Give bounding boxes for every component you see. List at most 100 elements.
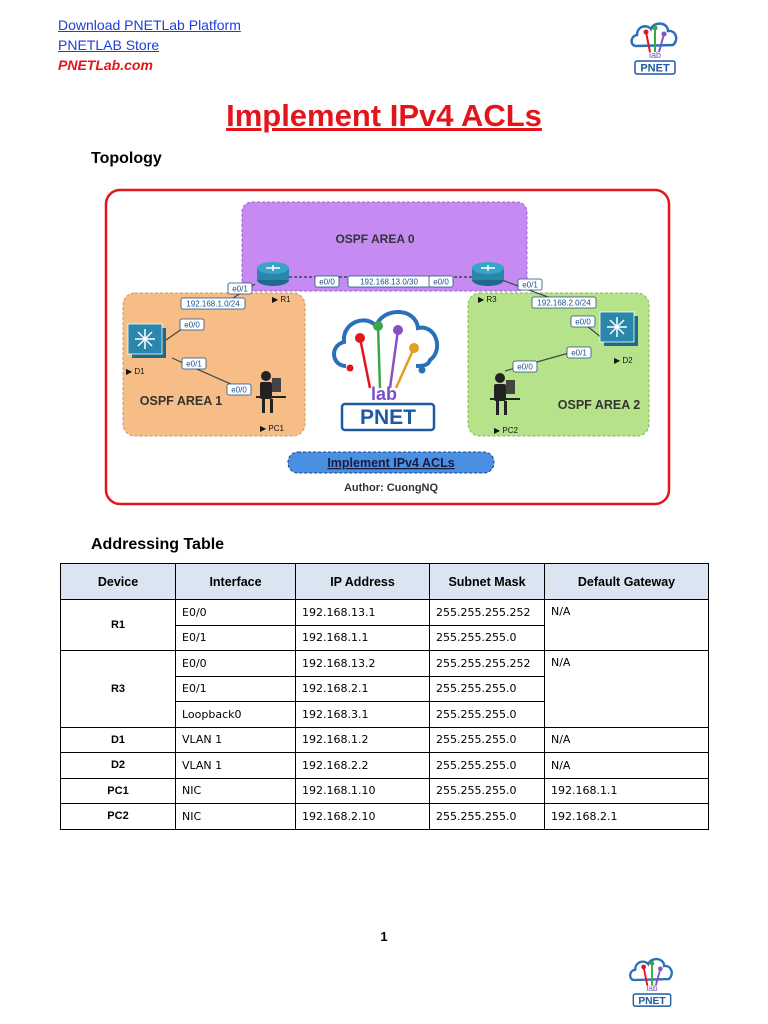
pc1-label: ▶ PC1 — [260, 424, 284, 433]
device-cell: PC2 — [60, 803, 176, 830]
ip-cell: 192.168.1.2 — [295, 726, 430, 753]
device-cell: R1 — [60, 599, 176, 651]
table-row: Loopback0 192.168.3.1 255.255.255.0 — [61, 701, 709, 728]
pnet-center-logo: lab PNET — [332, 310, 440, 432]
logo-pnet-text: PNET — [640, 63, 670, 75]
logo-lab-text: lab — [649, 50, 661, 60]
d2-e01-label: e0/1 — [571, 349, 587, 358]
mask-cell: 255.255.255.0 — [429, 624, 545, 651]
interface-cell: Loopback0 — [175, 701, 296, 728]
device-cell: R3 — [60, 650, 176, 728]
mask-cell: 255.255.255.0 — [429, 752, 545, 779]
mask-cell: 255.255.255.0 — [429, 701, 545, 728]
banner-text: Implement IPv4 ACLs — [327, 456, 454, 470]
addressing-table: Device Interface IP Address Subnet Mask … — [60, 563, 709, 830]
center-logo-lab: lab — [371, 384, 397, 404]
mask-cell: 255.255.255.252 — [429, 599, 545, 626]
router-r3-icon — [472, 262, 504, 286]
table-row: D1 VLAN 1 192.168.1.2 255.255.255.0 N/A — [60, 726, 709, 753]
pc2-e00-label: e0/0 — [517, 363, 533, 372]
area2-label: OSPF AREA 2 — [558, 398, 640, 412]
r1-e00-label: e0/0 — [319, 278, 335, 287]
col-default-gateway: Default Gateway — [544, 563, 709, 600]
ip-cell: 192.168.13.1 — [295, 599, 430, 626]
table-row: R1 E0/0 192.168.13.1 255.255.255.252 N/A — [60, 599, 709, 651]
footer-logo-pnet: PNET — [638, 996, 666, 1007]
gateway-cell: N/A — [544, 650, 709, 728]
table-row: E0/1 192.168.1.1 255.255.255.0 — [61, 624, 709, 651]
ip-cell: 192.168.2.10 — [295, 803, 430, 830]
interface-cell: E0/0 — [175, 599, 296, 626]
interface-cell: E0/1 — [175, 675, 296, 702]
ip-cell: 192.168.2.2 — [295, 752, 430, 779]
center-logo-pnet: PNET — [360, 406, 416, 429]
pc1-e00-label: e0/0 — [231, 386, 247, 395]
ip-cell: 192.168.3.1 — [295, 701, 430, 728]
col-subnet-mask: Subnet Mask — [429, 563, 545, 600]
pnetlab-brand-link[interactable]: PNETLab.com — [58, 57, 153, 73]
page-title: Implement IPv4 ACLs — [226, 98, 542, 133]
pnetlab-logo: lab PNET — [630, 22, 678, 75]
ospf-area1-box — [122, 292, 306, 437]
d2-label: ▶ D2 — [614, 356, 633, 365]
switch-d1-icon — [127, 323, 166, 358]
mask-cell: 255.255.255.0 — [429, 803, 545, 830]
switch-d2-icon — [599, 311, 638, 346]
interface-cell: VLAN 1 — [175, 726, 296, 753]
area1-network-label: 192.168.1.0/24 — [186, 300, 240, 309]
pc1-icon — [256, 371, 286, 413]
d1-e01-label: e0/1 — [186, 360, 202, 369]
ip-cell: 192.168.1.1 — [295, 624, 430, 651]
col-interface: Interface — [175, 563, 296, 600]
device-cell: D2 — [60, 752, 176, 779]
col-ip-address: IP Address — [295, 563, 430, 600]
interface-cell: E0/0 — [175, 650, 296, 677]
interface-cell: E0/1 — [175, 624, 296, 651]
r3-e00-label: e0/0 — [433, 278, 449, 287]
area2-network-label: 192.168.2.0/24 — [537, 299, 591, 308]
d2-e00-label: e0/0 — [575, 318, 591, 327]
table-header-row: Device Interface IP Address Subnet Mask … — [60, 563, 709, 600]
gateway-cell: 192.168.1.1 — [544, 777, 709, 804]
ip-cell: 192.168.2.1 — [295, 675, 430, 702]
mask-cell: 255.255.255.252 — [429, 650, 545, 677]
gateway-cell: 192.168.2.1 — [544, 803, 709, 830]
r1-r3-network-label: 192.168.13.0/30 — [360, 278, 418, 287]
gateway-cell: N/A — [544, 726, 709, 753]
r3-label: ▶ R3 — [478, 295, 497, 304]
interface-cell: NIC — [175, 803, 296, 830]
author-text: Author: CuongNQ — [344, 482, 439, 494]
footer-logo-lab: lab — [646, 983, 658, 993]
router-r1-icon — [257, 262, 289, 286]
area0-label: OSPF AREA 0 — [335, 232, 414, 246]
header-links: Download PNETLab Platform PNETLAB Store … — [58, 15, 241, 75]
table-row: PC1 NIC 192.168.1.10 255.255.255.0 192.1… — [60, 777, 709, 804]
ospf-area0-box — [241, 201, 528, 292]
table-row: R3 E0/0 192.168.13.2 255.255.255.252 N/A — [60, 650, 709, 728]
d1-label: ▶ D1 — [126, 367, 145, 376]
device-cell: PC1 — [60, 777, 176, 804]
table-row: PC2 NIC 192.168.2.10 255.255.255.0 192.1… — [60, 803, 709, 830]
pc2-icon — [490, 373, 520, 415]
area1-label: OSPF AREA 1 — [140, 394, 222, 408]
pc2-label: ▶ PC2 — [494, 426, 518, 435]
r3-e01-label: e0/1 — [522, 281, 538, 290]
interface-cell: VLAN 1 — [175, 752, 296, 779]
download-pnetlab-link[interactable]: Download PNETLab Platform — [58, 17, 241, 33]
col-device: Device — [60, 563, 176, 600]
gateway-cell: N/A — [544, 599, 709, 651]
table-row: D2 VLAN 1 192.168.2.2 255.255.255.0 N/A — [60, 752, 709, 779]
mask-cell: 255.255.255.0 — [429, 777, 545, 804]
mask-cell: 255.255.255.0 — [429, 675, 545, 702]
ip-cell: 192.168.13.2 — [295, 650, 430, 677]
pnetlab-store-link[interactable]: PNETLAB Store — [58, 37, 160, 53]
r1-e01-label: e0/1 — [232, 285, 248, 294]
mask-cell: 255.255.255.0 — [429, 726, 545, 753]
r1-label: ▶ R1 — [272, 295, 291, 304]
ip-cell: 192.168.1.10 — [295, 777, 430, 804]
gateway-cell: N/A — [544, 752, 709, 779]
d1-e00-label: e0/0 — [184, 321, 200, 330]
pnetlab-footer-logo: lab PNET — [629, 957, 673, 1007]
page-number: 1 — [380, 929, 388, 944]
lab-banner — [287, 451, 495, 474]
